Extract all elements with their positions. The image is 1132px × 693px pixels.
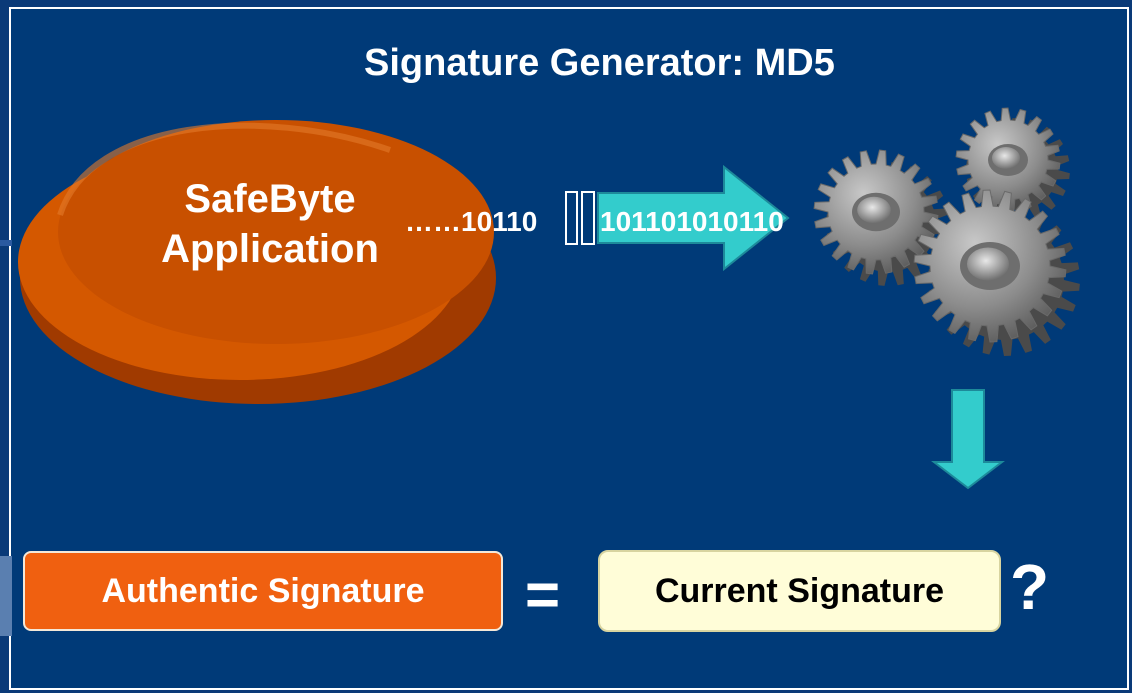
current-signature-box: Current Signature xyxy=(598,550,1001,632)
bitstream-prefix: ……10110 xyxy=(405,206,538,237)
authentic-signature-box: Authentic Signature xyxy=(23,551,503,631)
bit-marker-2 xyxy=(581,191,595,245)
application-label: SafeByte Application xyxy=(130,174,410,274)
page-title: Signature Generator: MD5 xyxy=(364,42,835,84)
gear-large xyxy=(913,189,1080,356)
current-signature-label: Current Signature xyxy=(654,571,945,610)
bitstream-stream: 101101010110 xyxy=(600,206,784,237)
application-label-line2: Application xyxy=(161,227,379,271)
equals-sign: = xyxy=(525,561,561,628)
application-disk xyxy=(18,120,496,404)
gears-icon xyxy=(813,107,1080,356)
gear-small xyxy=(955,107,1070,222)
left-mark-1 xyxy=(0,240,12,246)
application-label-line1: SafeByte xyxy=(184,177,356,221)
down-arrow xyxy=(931,389,1005,490)
authentic-signature-label: Authentic Signature xyxy=(101,571,425,610)
question-mark: ? xyxy=(1010,551,1050,623)
left-mark-2 xyxy=(0,556,12,636)
horizontal-arrow xyxy=(597,164,790,272)
bit-marker-1 xyxy=(565,191,578,245)
